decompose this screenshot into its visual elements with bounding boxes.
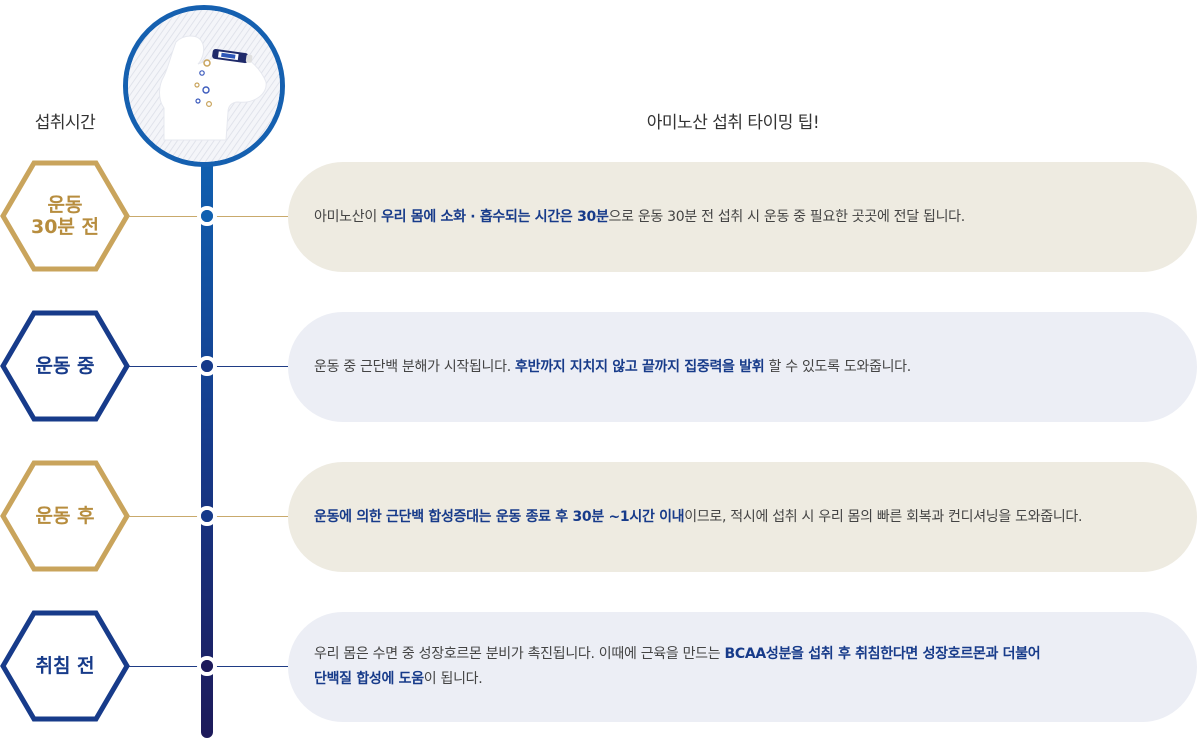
tip-text: 운동 중 근단백 분해가 시작됩니다. 후반까지 지치지 않고 끝까지 집중력을…: [314, 355, 1171, 380]
body-text: 할 수 있도록 도와줍니다.: [764, 358, 911, 375]
body-text: 아미노산이: [314, 208, 382, 225]
bcaa-bottle: [212, 48, 253, 64]
tip-text-line-2: 단백질 합성에 도움이 됩니다.: [314, 667, 1171, 692]
timeline-node-dot: [201, 210, 213, 222]
highlighted-text: 우리 몸에 소화 · 흡수되는 시간은 30분: [381, 208, 609, 225]
column-title-intake-time: 섭취시간: [34, 113, 96, 133]
timeline-node: [197, 656, 217, 676]
hexagon-icon: [0, 160, 130, 272]
stage-label: 운동 후: [35, 505, 95, 527]
tip-bubble: 아미노산이 우리 몸에 소화 · 흡수되는 시간은 30분으로 운동 30분 전…: [288, 162, 1197, 272]
body-text: 우리 몸은 수면 중 성장호르몬 분비가 촉진됩니다. 이때에 근육을 만드는: [314, 646, 725, 662]
body-text: 이므로, 적시에 섭취 시 우리 몸의 빠른 회복과 컨디셔닝을 도와줍니다.: [684, 508, 1083, 525]
timeline-node-dot: [201, 510, 213, 522]
hexagon-icon: [0, 460, 130, 572]
timeline-node-dot: [201, 360, 213, 372]
stage-hexagon: 운동 후: [0, 460, 130, 572]
stage-label: 운동 30분 전: [30, 194, 99, 238]
timeline-node: [197, 356, 217, 376]
tip-bubble: 운동 중 근단백 분해가 시작됩니다. 후반까지 지치지 않고 끝까지 집중력을…: [288, 312, 1197, 422]
tip-text-line-1: 우리 몸은 수면 중 성장호르몬 분비가 촉진됩니다. 이때에 근육을 만드는 …: [314, 642, 1171, 667]
body-text: 으로 운동 30분 전 섭취 시 운동 중 필요한 곳곳에 전달 됩니다.: [608, 208, 966, 225]
tip-bubble: 운동에 의한 근단백 합성증대는 운동 종료 후 30분 ~1시간 이내이므로,…: [288, 462, 1197, 572]
highlighted-text: 후반까지 지치지 않고 끝까지 집중력을 발휘: [515, 358, 765, 375]
person-drinking-icon: [123, 5, 285, 167]
timeline-node: [197, 506, 217, 526]
tip-text: 아미노산이 우리 몸에 소화 · 흡수되는 시간은 30분으로 운동 30분 전…: [314, 205, 1171, 230]
tip-text: 운동에 의한 근단백 합성증대는 운동 종료 후 30분 ~1시간 이내이므로,…: [314, 505, 1171, 530]
highlighted-text: 단백질 합성에 도움: [314, 671, 424, 687]
timeline-node-dot: [201, 660, 213, 672]
body-text: 운동 중 근단백 분해가 시작됩니다.: [314, 358, 516, 375]
stage-label: 취침 전: [35, 655, 95, 677]
highlighted-text: BCAA성분을 섭취 후 취침한다면 성장호르몬과 더불어: [724, 646, 1041, 662]
timeline-bar: [201, 160, 213, 738]
stage-hexagon: 취침 전: [0, 610, 130, 722]
highlighted-text: 운동에 의한 근단백 합성증대는 운동 종료 후 30분 ~1시간 이내: [314, 508, 685, 525]
body-text: 이 됩니다.: [423, 671, 483, 687]
page-title: 아미노산 섭취 타이밍 팁!: [646, 113, 820, 133]
stage-label: 운동 중: [35, 355, 95, 377]
tip-bubble: 우리 몸은 수면 중 성장호르몬 분비가 촉진됩니다. 이때에 근육을 만드는 …: [288, 612, 1197, 722]
hexagon-icon: [0, 310, 130, 422]
stage-hexagon: 운동 30분 전: [0, 160, 130, 272]
timeline-node: [197, 206, 217, 226]
stage-hexagon: 운동 중: [0, 310, 130, 422]
hexagon-icon: [0, 610, 130, 722]
